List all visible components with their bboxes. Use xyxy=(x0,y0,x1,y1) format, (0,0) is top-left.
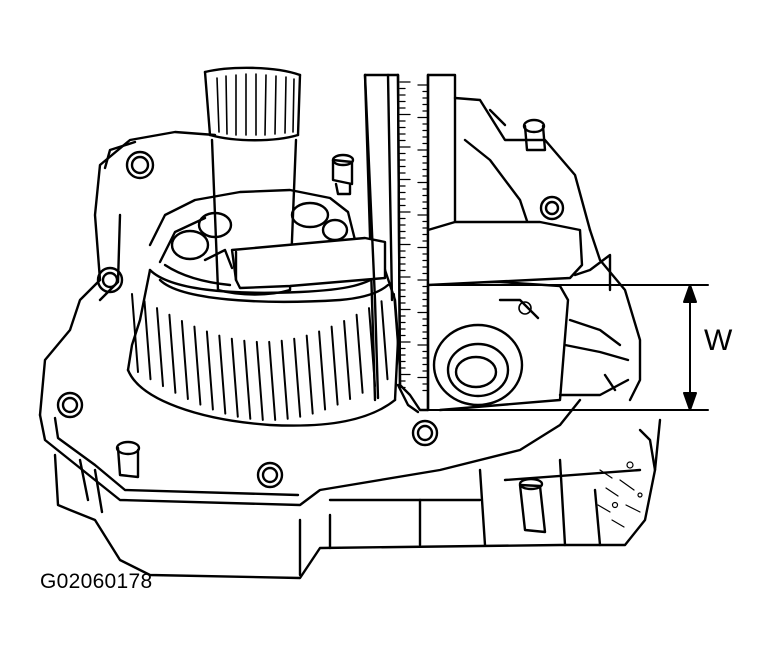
input-shaft xyxy=(203,66,302,296)
casting-texture xyxy=(597,461,643,528)
measuring-straight-edge-right xyxy=(426,220,584,287)
housing-right-section xyxy=(432,96,642,412)
gear-teeth xyxy=(131,293,401,421)
measuring-straight-edge-left xyxy=(230,236,387,290)
caliper-front xyxy=(363,73,430,412)
dowel-pin-left xyxy=(115,440,141,479)
figure-id-label: G02060178 xyxy=(40,570,153,593)
housing-lower-body xyxy=(53,418,662,580)
shaft-splines xyxy=(216,73,295,136)
caliper-scale-ticks xyxy=(399,81,429,392)
vernier-caliper xyxy=(363,73,457,414)
case-flange-plate xyxy=(38,130,582,507)
dimension-w-indicator xyxy=(427,284,709,411)
flange-bolt-holes xyxy=(56,150,565,489)
dimension-w-label: W xyxy=(704,324,733,357)
small-bolt xyxy=(331,153,355,196)
